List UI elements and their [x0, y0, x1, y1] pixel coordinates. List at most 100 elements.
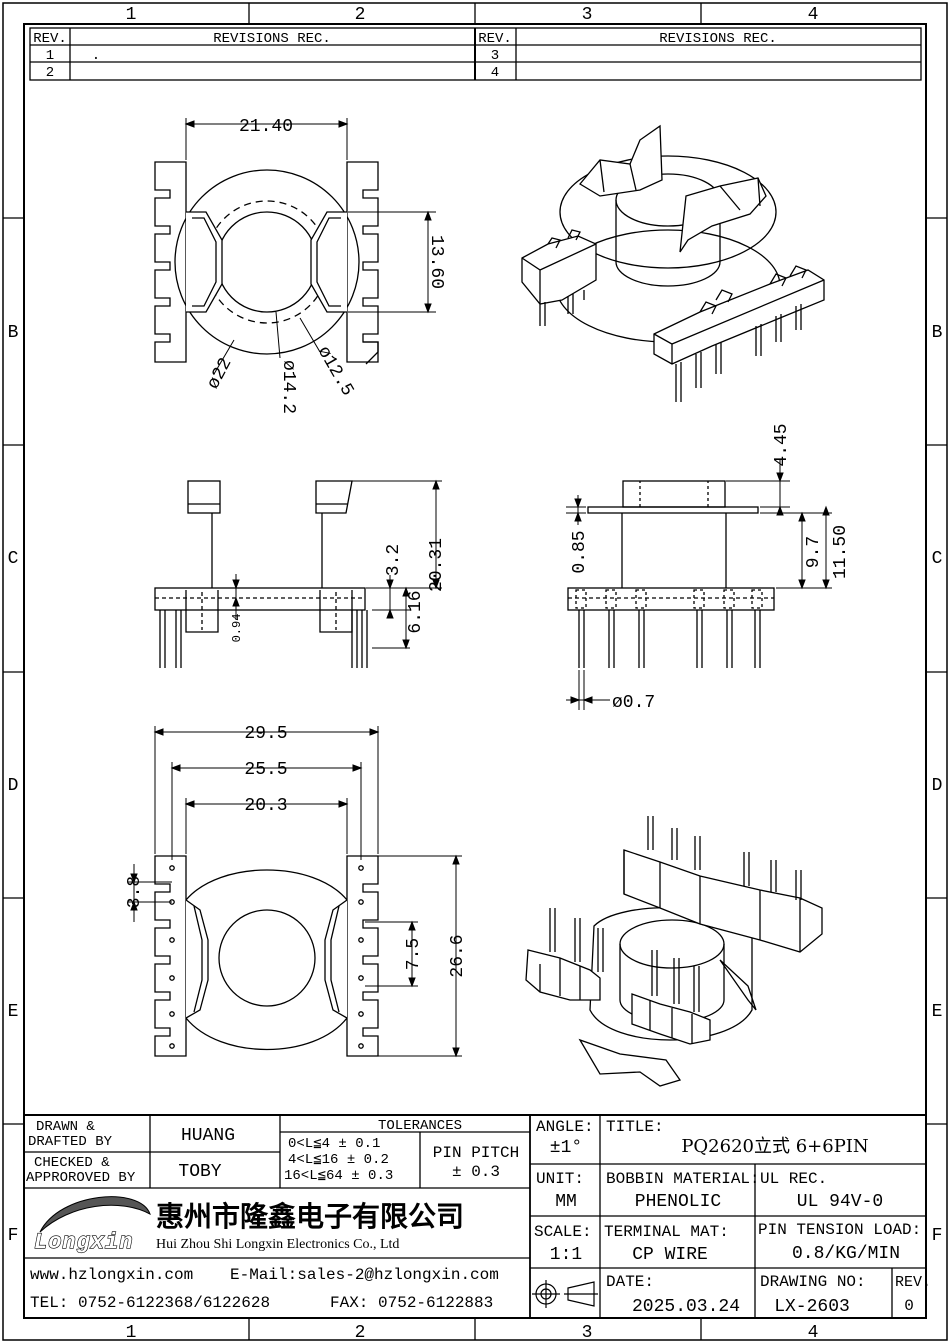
- rev-label: REV.: [895, 1274, 931, 1291]
- revision-header-rec: REVISIONS REC.: [659, 31, 777, 47]
- scale-label: SCALE:: [534, 1223, 592, 1241]
- company-name-chinese: 惠州市隆鑫电子有限公司: [156, 1200, 464, 1233]
- title-value: PQ2620立式 6+6PIN: [681, 1136, 868, 1157]
- dim-side-body-height: 11.50: [831, 525, 851, 579]
- col-label-bottom: 1: [126, 1323, 137, 1343]
- front-view: [154, 480, 368, 668]
- dim-bottom-overall-width: 29.5: [244, 724, 287, 744]
- dim-front-flange-height: 3.2: [384, 544, 404, 576]
- dim-bottom-pin-span: 25.5: [244, 760, 287, 780]
- date-value: 2025.03.24: [632, 1297, 740, 1317]
- col-label-top: 2: [355, 5, 366, 25]
- row-label-right: D: [932, 776, 943, 796]
- dim-top-height: 13.60: [426, 235, 446, 289]
- dim-top-width: 21.40: [239, 117, 293, 137]
- frame-row-labels: B C D E F B C D E F: [8, 323, 943, 1246]
- iso-view-upper: [521, 124, 825, 402]
- bobbin-material-value: PHENOLIC: [635, 1192, 722, 1212]
- date-label: DATE:: [606, 1273, 654, 1291]
- dim-bottom-core-window: 7.5: [404, 938, 424, 970]
- unit-value: MM: [555, 1192, 577, 1212]
- col-label-top: 1: [126, 5, 137, 25]
- row-label-right: F: [932, 1226, 943, 1246]
- col-label-top: 4: [808, 5, 819, 25]
- top-view-dimensions: [184, 118, 436, 375]
- bottom-view-dimensions: [128, 726, 462, 1058]
- title-label: TITLE:: [606, 1118, 664, 1136]
- row-label-left: B: [8, 323, 19, 343]
- iso-view-lower: [525, 816, 823, 1087]
- dim-top-outer-diameter: ø22: [204, 355, 237, 393]
- checked-value: TOBY: [178, 1162, 221, 1182]
- dim-top-core-diameter: ø14.2: [278, 360, 298, 414]
- terminal-material-value: CP WIRE: [632, 1245, 708, 1265]
- row-label-right: E: [932, 1002, 943, 1022]
- title-block-grid: [24, 1114, 926, 1318]
- tolerance-line: 16<L≦64 ± 0.3: [284, 1168, 393, 1184]
- frame-column-labels: 1 2 3 4 1 2 3 4: [126, 5, 819, 1343]
- checked-label: APPROROVED BY: [26, 1170, 136, 1186]
- company-logo-icon: [39, 1196, 151, 1233]
- angle-value: ±1°: [550, 1138, 582, 1158]
- dim-bottom-overall-length: 26.6: [448, 934, 468, 977]
- revision-row-number: 2: [46, 65, 54, 81]
- col-label-bottom: 3: [582, 1323, 593, 1343]
- dim-front-total-height: 20.31: [427, 538, 447, 592]
- drawn-value: HUANG: [181, 1126, 235, 1146]
- revision-row-entry: .: [92, 48, 100, 64]
- dim-side-pin-diameter: ø0.7: [612, 693, 655, 713]
- revision-header-rev: REV.: [33, 31, 67, 47]
- rev-value: 0: [904, 1297, 914, 1315]
- projection-symbol-icon: [532, 1280, 598, 1308]
- ul-rec-value: UL 94V-0: [797, 1192, 883, 1212]
- dim-bottom-inner-width: 20.3: [244, 796, 287, 816]
- top-view: [154, 161, 379, 365]
- pin-tension-label: PIN TENSION LOAD:: [758, 1221, 921, 1239]
- drawn-label: DRAFTED BY: [28, 1134, 113, 1150]
- pin-tension-value: 0.8/KG/MIN: [792, 1244, 900, 1264]
- tolerance-line: 0<L≦4 ± 0.1: [288, 1136, 380, 1152]
- company-telephone: TEL: 0752-6122368/6122628: [30, 1294, 270, 1312]
- revision-row-number: 1: [46, 48, 54, 64]
- row-label-right: C: [932, 549, 943, 569]
- row-label-left: F: [8, 1226, 19, 1246]
- company-logo-text: Longxin: [34, 1230, 133, 1255]
- revision-header-rec: REVISIONS REC.: [213, 31, 331, 47]
- dim-bottom-pin-pitch: 3.8: [125, 876, 145, 908]
- row-label-left: E: [8, 1002, 19, 1022]
- col-label-bottom: 2: [355, 1323, 366, 1343]
- company-email: E-Mail:sales-2@hzlongxin.com: [230, 1266, 499, 1284]
- drawing-number-value: LX-2603: [774, 1297, 850, 1317]
- side-view-dimensions: [566, 460, 832, 710]
- dim-front-thickness: 0.94: [230, 614, 244, 643]
- row-label-left: D: [8, 776, 19, 796]
- company-fax: FAX: 0752-6122883: [330, 1294, 493, 1312]
- checked-label: CHECKED &: [34, 1155, 110, 1171]
- revision-header-rev: REV.: [478, 31, 512, 47]
- ul-rec-label: UL REC.: [760, 1170, 827, 1188]
- dim-side-flange-thickness: 0.85: [570, 530, 590, 573]
- dim-front-base-height: 6.16: [406, 590, 426, 633]
- drawn-label: DRAWN &: [36, 1119, 95, 1135]
- col-label-bottom: 4: [808, 1323, 819, 1343]
- bobbin-material-label: BOBBIN MATERIAL:: [606, 1170, 760, 1188]
- revision-table: [29, 27, 922, 81]
- dim-side-inner-height: 9.7: [804, 536, 824, 568]
- revision-row-number: 4: [491, 65, 499, 81]
- unit-label: UNIT:: [536, 1170, 584, 1188]
- scale-value: 1:1: [550, 1245, 582, 1265]
- terminal-material-label: TERMINAL MAT:: [604, 1223, 729, 1241]
- front-view-dimensions: [232, 479, 442, 650]
- bottom-view: [154, 855, 379, 1057]
- revision-row-number: 3: [491, 48, 499, 64]
- company-name-english: Hui Zhou Shi Longxin Electronics Co., Lt…: [156, 1237, 399, 1252]
- tolerances-label: TOLERANCES: [378, 1118, 462, 1134]
- side-view: [567, 480, 775, 668]
- row-label-left: C: [8, 549, 19, 569]
- dim-top-inner-diameter: ø12.5: [313, 343, 357, 400]
- tolerance-line: 4<L≦16 ± 0.2: [288, 1152, 389, 1168]
- angle-label: ANGLE:: [536, 1118, 594, 1136]
- pin-pitch-label: PIN PITCH: [433, 1144, 519, 1162]
